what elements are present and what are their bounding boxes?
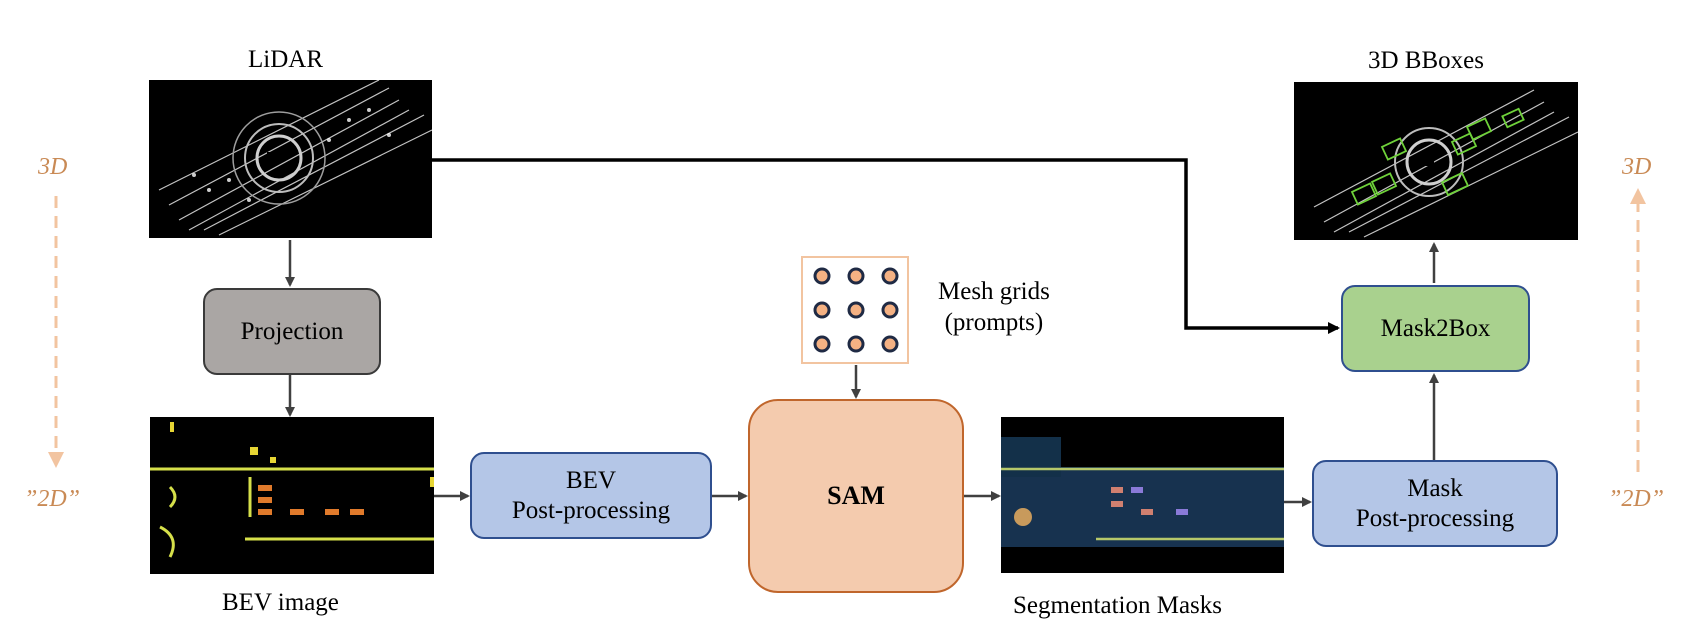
lidar-label: LiDAR [248,46,323,73]
segmentation-masks-label: Segmentation Masks [1013,592,1223,619]
mask-post-processing-box: Mask Post-processing [1312,460,1558,547]
bev-post-line1: BEV [566,466,616,494]
projection-box: Projection [203,288,381,375]
bev-post-processing-box: BEV Post-processing [470,452,712,539]
left-2d-label: ”2D” [24,486,81,512]
sam-box: SAM [748,399,964,593]
bev-post-line2: Post-processing [511,496,671,524]
right-2d-label: ”2D” [1608,486,1665,512]
arrow-lidar-mask2box [432,158,1340,334]
mask-post-line2: Post-processing [1355,504,1515,532]
mesh-grid-icon [801,256,909,364]
lidar-image [149,80,432,238]
bev-image-label: BEV image [222,589,339,616]
mesh-grids-label: Mesh grids (prompts) [938,276,1050,339]
mask-post-line1: Mask [1407,474,1463,502]
mask2box-box: Mask2Box [1341,285,1530,372]
right-3d-label: 3D [1622,154,1652,180]
bev-image [150,417,434,574]
segmentation-masks-image [1001,417,1284,573]
bboxes-image [1294,82,1578,240]
mesh-grids-line2: (prompts) [944,309,1044,337]
bboxes-label: 3D BBoxes [1368,47,1484,74]
mesh-grids-line1: Mesh grids [938,278,1050,305]
left-3d-label: 3D [38,154,68,180]
